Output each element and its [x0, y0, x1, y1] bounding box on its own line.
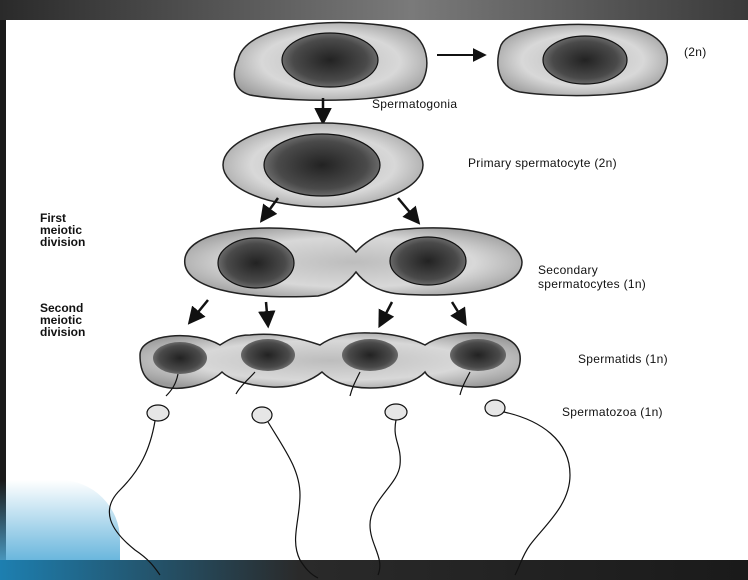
label-spermatogonia: Spermatogonia: [372, 97, 458, 111]
spermatozoon-3: [369, 403, 408, 576]
slide-bottom-bar: [0, 560, 748, 580]
spermatogonium-cell: [233, 21, 428, 102]
first-division-line3: division: [40, 235, 86, 249]
first-division-line2: meiotic: [40, 223, 83, 237]
arrow-primary-left: [259, 197, 280, 223]
spermatogonium-daughter-cell: [497, 23, 669, 97]
label-spermatozoa: Spermatozoa (1n): [562, 405, 663, 419]
diploid-note: (2n): [684, 45, 707, 59]
primary-spermatocyte-cell: [222, 122, 424, 208]
label-first-meiotic-division: First meiotic division: [40, 212, 85, 248]
label-spermatids: Spermatids (1n): [578, 352, 668, 366]
arrow-secondary-3: [378, 301, 395, 329]
slide-top-bar: [0, 0, 748, 20]
first-division-line1: First: [40, 211, 67, 225]
spermatids-chain: [139, 332, 521, 397]
arrow-secondary-1: [187, 299, 209, 325]
spermatozoon-4: [484, 399, 571, 576]
label-secondary-line1: Secondary: [538, 263, 599, 277]
label-primary-spermatocyte: Primary spermatocyte (2n): [468, 156, 617, 170]
spermatozoon-1: [108, 404, 170, 576]
secondary-spermatocytes-cells: [184, 227, 523, 298]
spermatozoon-2: [251, 406, 319, 579]
label-second-meiotic-division: Second meiotic division: [40, 302, 85, 338]
label-secondary-spermatocytes: Secondary spermatocytes (1n): [538, 263, 646, 291]
second-division-line3: division: [40, 325, 86, 339]
arrow-secondary-2: [258, 301, 276, 329]
arrow-primary-right: [397, 197, 421, 225]
label-secondary-line2: spermatocytes (1n): [538, 277, 647, 291]
second-division-line2: meiotic: [40, 313, 83, 327]
arrow-secondary-4: [450, 301, 467, 326]
slide-left-bar: [0, 20, 6, 560]
second-division-line1: Second: [40, 301, 84, 315]
